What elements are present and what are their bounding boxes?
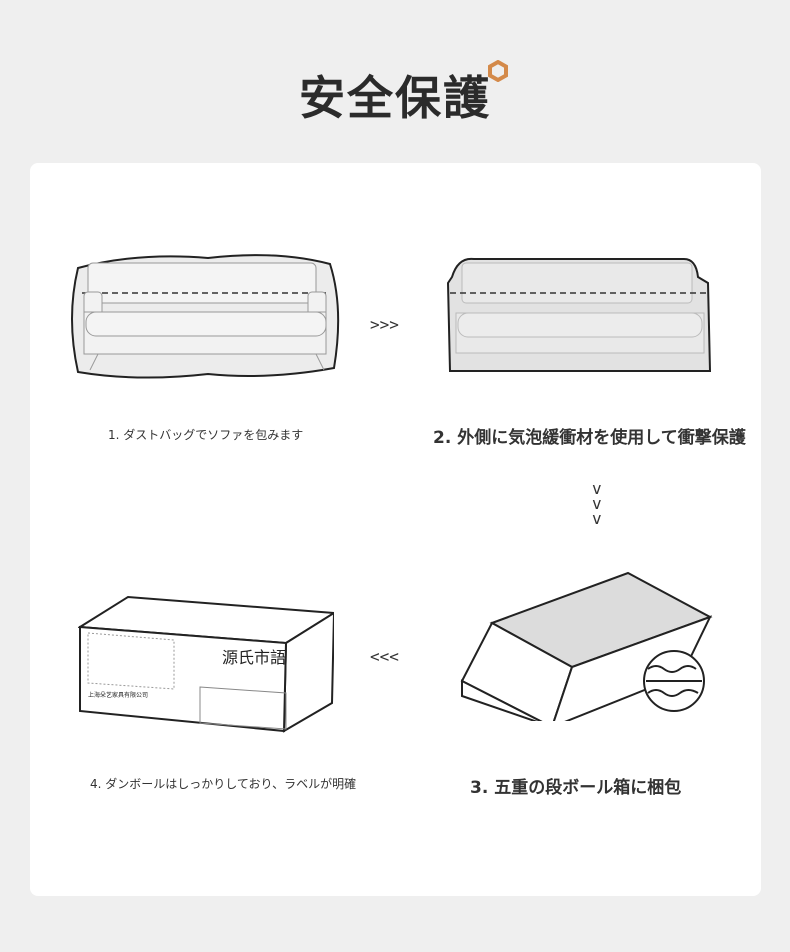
arrow-down-mark: v [592,494,602,513]
box-brand: 源氏市語 [222,648,286,667]
step-3-caption: 3. 五重の段ボール箱に梱包 [470,778,682,798]
arrow-left: <<< [370,647,399,666]
hexagon-icon [488,60,508,82]
sofa-bubble-wrap-illustration [446,257,712,372]
arrow-right: >>> [370,315,399,334]
step-1-caption: 1. ダストバッグでソファを包みます [108,428,304,442]
open-carton-illustration [460,571,713,721]
arrow-down-mark: v [592,509,602,528]
page-title: 安全保護 [299,71,491,125]
step-2-caption: 2. 外側に気泡緩衝材を使用して衝撃保護 [433,428,746,448]
arrow-down-mark: v [592,479,602,498]
box-company: 上海朵艺家具有限公司 [88,691,148,699]
step-4-caption: 4. ダンボールはしっかりしており、ラベルが明確 [90,777,357,791]
labeled-carton-illustration: 源氏市語 上海朵艺家具有限公司 [78,595,334,733]
content-card: >>> 1. ダストバッグでソファを包みます 2. 外側に気泡緩衝材を使用して衝… [30,163,761,896]
sofa-dust-bag-illustration [71,254,340,379]
